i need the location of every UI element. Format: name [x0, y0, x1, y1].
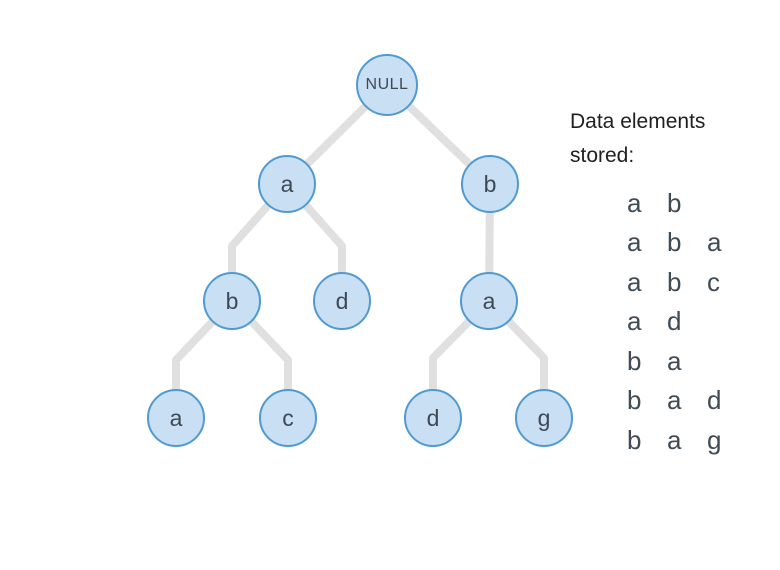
stored-letter: a [667, 424, 682, 455]
stored-letter: c [707, 266, 720, 297]
stored-letter: d [707, 385, 722, 416]
stored-letter: a [627, 227, 642, 258]
tree-node-b-level3: b [203, 272, 261, 330]
tree-node-label: c [282, 404, 294, 431]
panel-heading: Data elements stored: [570, 105, 705, 173]
tree-node-b-level2: b [461, 155, 519, 213]
stored-letter: a [667, 345, 682, 376]
stored-letter: a [627, 306, 642, 337]
tree-node-label: b [225, 287, 239, 314]
panel-heading-line1: Data elements [570, 110, 706, 133]
stored-letter: a [667, 385, 682, 416]
panel-heading-line2: stored: [570, 144, 635, 167]
tree-node-a-leaf: a [147, 389, 205, 447]
tree-node-c-leaf: c [259, 389, 317, 447]
stored-letter: a [707, 227, 722, 258]
tree-node-label: d [426, 404, 440, 431]
stored-letter: a [627, 187, 642, 218]
stored-letter: a [627, 266, 642, 297]
tree-node-label: g [537, 404, 551, 431]
tree-node-null: NULL [356, 54, 418, 116]
tree-node-d-leaf: d [404, 389, 462, 447]
stored-letter: b [667, 227, 682, 258]
tree-node-label: NULL [365, 76, 409, 93]
tree-node-label: a [169, 404, 183, 431]
stored-letter: b [667, 266, 682, 297]
tree-node-a-level2: a [258, 155, 316, 213]
tree-node-label: a [482, 287, 496, 314]
tree-node-d-level3: d [313, 272, 371, 330]
tree-node-a-level3: a [460, 272, 518, 330]
stored-letter: g [707, 424, 722, 455]
stored-letter: b [627, 385, 642, 416]
stored-letter: b [627, 424, 642, 455]
stored-letter: d [667, 306, 682, 337]
tree-node-label: d [335, 287, 349, 314]
stored-letter: b [667, 187, 682, 218]
tree-node-label: a [280, 170, 294, 197]
tree-node-g-leaf: g [515, 389, 573, 447]
stored-letter: b [627, 345, 642, 376]
tree-node-label: b [483, 170, 497, 197]
